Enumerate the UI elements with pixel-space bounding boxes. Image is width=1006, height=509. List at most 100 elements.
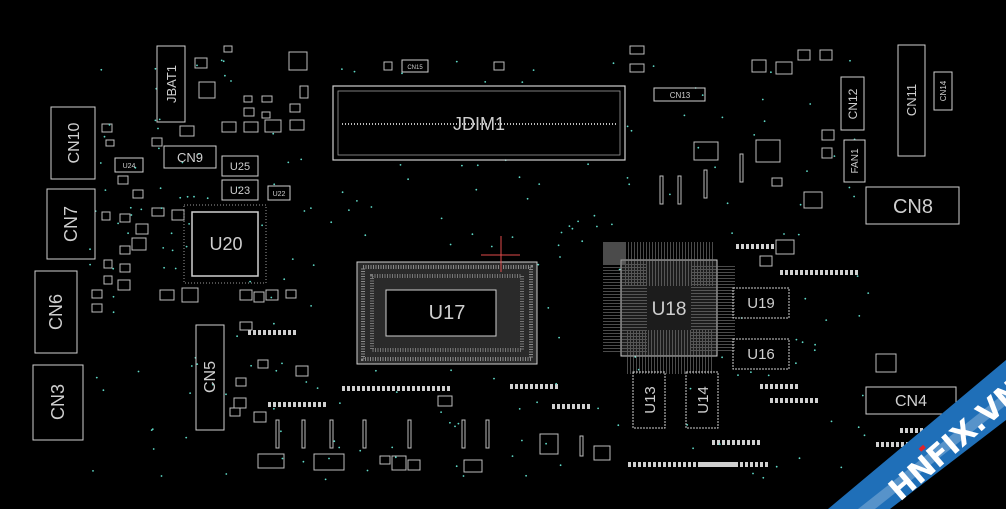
via xyxy=(316,387,319,389)
chip-u20: U20 xyxy=(183,204,267,284)
via xyxy=(568,225,571,228)
connector-jbat1: JBAT1 xyxy=(156,45,186,123)
pad xyxy=(550,384,553,389)
label-cn4: CN4 xyxy=(895,393,927,410)
via xyxy=(557,244,560,247)
via xyxy=(731,232,733,235)
pad xyxy=(417,386,420,391)
pad xyxy=(757,440,760,445)
via xyxy=(302,460,305,463)
connector-cn3: CN3 xyxy=(32,364,84,441)
via xyxy=(220,59,223,62)
connector-cn12: CN12 xyxy=(840,76,865,131)
pad xyxy=(367,386,370,391)
via xyxy=(186,195,189,198)
via xyxy=(341,68,343,70)
via xyxy=(305,381,308,383)
pad xyxy=(756,244,759,249)
small-component xyxy=(101,123,113,133)
pad xyxy=(742,440,745,445)
pad xyxy=(643,462,646,467)
via xyxy=(222,60,225,63)
chip-u16: U16 xyxy=(732,338,790,370)
pad xyxy=(752,440,755,445)
via xyxy=(181,161,184,164)
via xyxy=(174,267,177,270)
via xyxy=(324,478,327,481)
via xyxy=(249,280,252,283)
pad xyxy=(283,330,286,335)
pad xyxy=(715,462,718,467)
small-component xyxy=(295,365,309,377)
label-u20: U20 xyxy=(209,234,242,254)
pad xyxy=(700,462,703,467)
pad xyxy=(638,462,641,467)
via xyxy=(770,71,772,74)
pad xyxy=(795,398,798,403)
pad xyxy=(840,270,843,275)
via xyxy=(618,268,621,271)
small-component xyxy=(875,353,897,373)
pad xyxy=(412,386,415,391)
pad xyxy=(771,244,774,249)
pad xyxy=(520,384,523,389)
connector-cn10: CN10 xyxy=(50,106,96,180)
small-component xyxy=(819,49,833,61)
pad xyxy=(820,270,823,275)
via xyxy=(356,200,358,202)
chip-u23: U23 xyxy=(221,179,259,201)
via xyxy=(652,65,655,67)
label-cn9: CN9 xyxy=(177,150,203,165)
via xyxy=(190,365,193,367)
pad xyxy=(437,386,440,391)
via xyxy=(692,447,694,450)
via xyxy=(689,387,692,390)
pad xyxy=(805,398,808,403)
pad xyxy=(745,462,748,467)
pad xyxy=(896,442,899,447)
small-component xyxy=(313,453,345,471)
via xyxy=(559,464,562,467)
via xyxy=(89,248,91,251)
small-component xyxy=(461,419,466,449)
label-u14: U14 xyxy=(695,386,712,414)
via xyxy=(449,243,452,246)
pad xyxy=(288,402,291,407)
watermark-accent xyxy=(918,444,926,452)
pad xyxy=(795,384,798,389)
via xyxy=(611,223,613,226)
pad xyxy=(407,386,410,391)
via xyxy=(577,220,579,223)
via xyxy=(185,436,188,439)
pad xyxy=(910,428,913,433)
pad xyxy=(303,402,306,407)
small-component xyxy=(629,63,645,73)
small-component xyxy=(437,395,453,407)
pad xyxy=(273,330,276,335)
pad xyxy=(442,386,445,391)
pad xyxy=(633,462,636,467)
label-u13: U13 xyxy=(642,386,659,414)
chip-u18: U18 xyxy=(603,242,735,374)
via xyxy=(809,103,812,105)
small-component xyxy=(299,85,309,99)
via xyxy=(108,124,111,126)
connector-cn4: CN4 xyxy=(865,386,957,415)
via xyxy=(348,209,350,212)
via xyxy=(726,202,729,205)
pad xyxy=(422,386,425,391)
pad xyxy=(780,384,783,389)
small-component xyxy=(264,119,282,133)
via xyxy=(830,420,833,423)
via xyxy=(238,186,241,189)
pad xyxy=(881,442,884,447)
pad xyxy=(318,402,321,407)
pad xyxy=(765,462,768,467)
via xyxy=(273,183,276,186)
small-component xyxy=(797,49,811,61)
via xyxy=(303,210,306,212)
via xyxy=(536,401,538,404)
via xyxy=(867,292,870,294)
via xyxy=(310,305,312,307)
